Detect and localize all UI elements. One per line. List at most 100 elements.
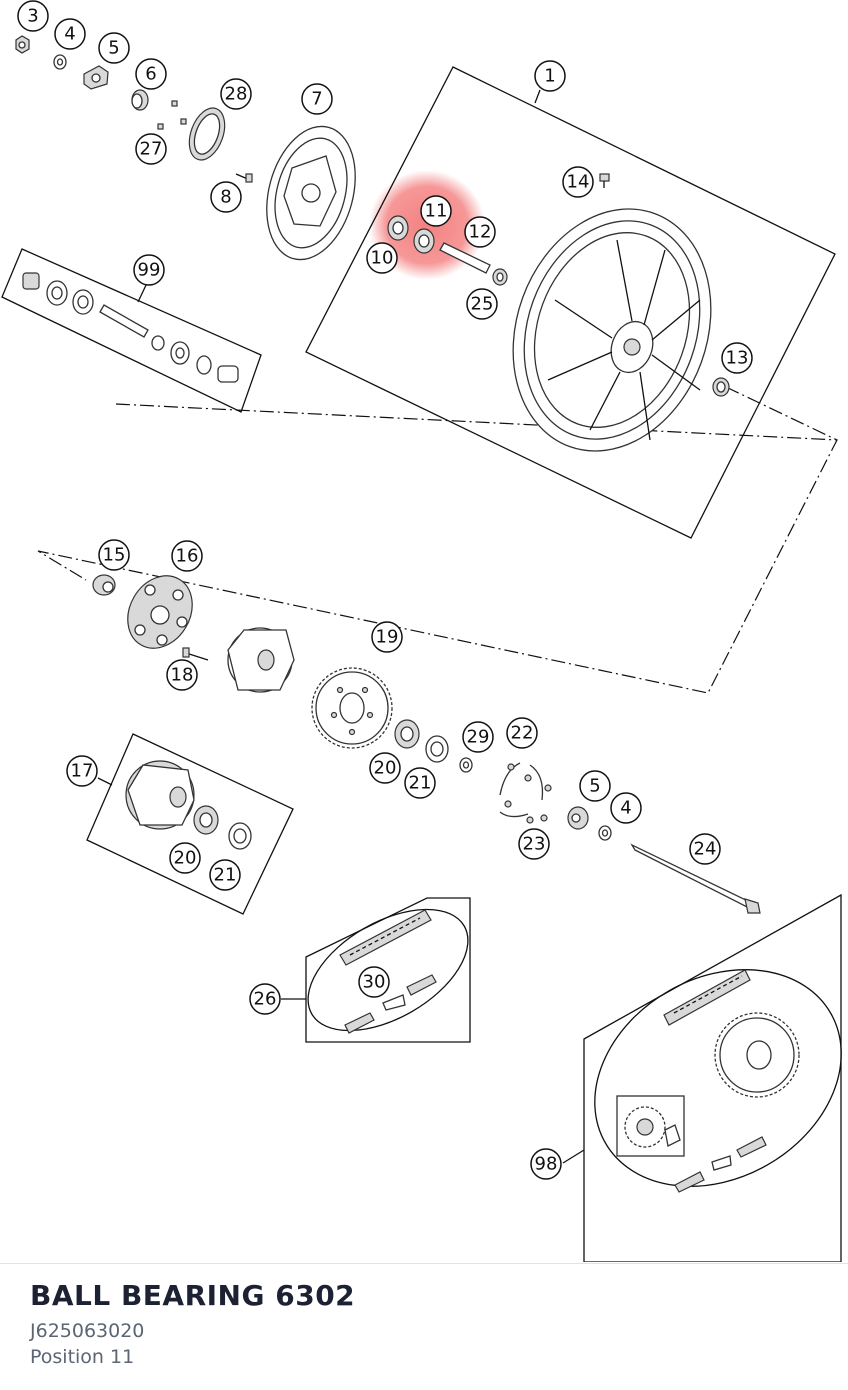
chain-adjuster-part-5b (567, 806, 589, 830)
svg-text:98: 98 (535, 1154, 558, 1175)
svg-text:15: 15 (103, 545, 126, 566)
spacer-part-6 (131, 89, 149, 111)
svg-text:14: 14 (567, 172, 590, 193)
spacer-part-21a (425, 735, 449, 763)
screw-part-27 (157, 100, 187, 130)
callout-1[interactable]: 1 (534, 60, 566, 92)
svg-text:1: 1 (544, 66, 555, 87)
callout-28[interactable]: 28 (220, 78, 252, 110)
bushing-part-15 (92, 574, 116, 596)
callout-20-upper[interactable]: 20 (369, 752, 401, 784)
callout-11[interactable]: 11 (420, 195, 452, 227)
svg-text:7: 7 (311, 89, 322, 110)
spacer-tube-part-12 (439, 242, 491, 274)
svg-text:99: 99 (138, 260, 161, 281)
spacer-part-13 (712, 377, 730, 397)
spacer-part-21b (228, 822, 252, 850)
svg-text:10: 10 (371, 248, 394, 269)
hub-part-17 (125, 760, 195, 830)
svg-text:28: 28 (225, 84, 248, 105)
part-position: Position 11 (30, 1346, 135, 1368)
svg-text:3: 3 (27, 6, 38, 27)
svg-text:26: 26 (254, 989, 277, 1010)
callout-98[interactable]: 98 (530, 1148, 562, 1180)
seal-part-25 (492, 268, 508, 286)
carrier-housing (227, 627, 295, 693)
svg-text:11: 11 (425, 201, 448, 222)
washer-part-4b (598, 825, 612, 841)
svg-text:18: 18 (171, 665, 194, 686)
callout-29[interactable]: 29 (462, 721, 494, 753)
svg-text:17: 17 (71, 761, 94, 782)
info-divider (0, 1263, 848, 1264)
callout-7[interactable]: 7 (301, 83, 333, 115)
callout-21-lower[interactable]: 21 (209, 859, 241, 891)
callout-21-upper[interactable]: 21 (404, 767, 436, 799)
svg-text:4: 4 (620, 798, 631, 819)
callout-22[interactable]: 22 (506, 717, 538, 749)
damper-part-16 (127, 575, 193, 649)
callout-4-lower[interactable]: 4 (610, 792, 642, 824)
callout-16[interactable]: 16 (171, 540, 203, 572)
bearing-part-10 (387, 215, 409, 241)
svg-text:20: 20 (174, 848, 197, 869)
callout-14[interactable]: 14 (562, 166, 594, 198)
svg-text:24: 24 (694, 839, 717, 860)
callout-8[interactable]: 8 (210, 181, 242, 213)
rear-wheel-rim (512, 208, 712, 452)
part-number: J625063020 (30, 1320, 145, 1342)
svg-text:4: 4 (64, 24, 75, 45)
svg-text:22: 22 (511, 723, 534, 744)
svg-text:21: 21 (214, 865, 237, 886)
part-name: BALL BEARING 6302 (30, 1279, 356, 1312)
svg-text:21: 21 (409, 773, 432, 794)
callout-6[interactable]: 6 (135, 58, 167, 90)
nut-part-3 (15, 35, 30, 54)
part-info-panel: BALL BEARING 6302 J625063020 Position 11 (30, 1278, 830, 1370)
bearing-kit-contents (22, 272, 239, 383)
svg-text:19: 19 (376, 627, 399, 648)
chain-kit-frame (583, 893, 842, 1262)
callout-27[interactable]: 27 (135, 133, 167, 165)
callout-5[interactable]: 5 (98, 32, 130, 64)
callout-30[interactable]: 30 (358, 966, 390, 998)
svg-text:25: 25 (471, 294, 494, 315)
svg-text:5: 5 (589, 776, 600, 797)
svg-text:8: 8 (220, 187, 231, 208)
callout-13[interactable]: 13 (721, 342, 753, 374)
sprocket-part-19 (311, 667, 393, 749)
callout-10[interactable]: 10 (366, 242, 398, 274)
chain-guide-part-22 (499, 762, 552, 824)
callout-15[interactable]: 15 (98, 539, 130, 571)
callout-20-lower[interactable]: 20 (169, 842, 201, 874)
callout-99[interactable]: 99 (133, 254, 165, 286)
callout-24[interactable]: 24 (689, 833, 721, 865)
callout-5-lower[interactable]: 5 (579, 770, 611, 802)
brake-disc-part-7 (266, 125, 356, 261)
bolt-part-8 (235, 173, 253, 183)
svg-text:13: 13 (726, 348, 749, 369)
callout-18[interactable]: 18 (166, 659, 198, 691)
washer-part-4 (53, 54, 67, 70)
chain-adjuster-part-5 (83, 65, 109, 90)
callout-19[interactable]: 19 (371, 621, 403, 653)
callout-4[interactable]: 4 (54, 18, 86, 50)
ring-part-29 (459, 757, 473, 773)
callout-12[interactable]: 12 (464, 216, 496, 248)
wheel-group-frame (305, 66, 836, 539)
callout-17[interactable]: 17 (66, 755, 98, 787)
svg-text:23: 23 (523, 834, 546, 855)
bearing-part-20a (394, 719, 420, 749)
svg-text:20: 20 (374, 758, 397, 779)
callout-3[interactable]: 3 (17, 0, 49, 32)
exploded-parts-diagram: 3 4 5 6 28 27 7 8 1 14 11 12 10 25 99 13… (1, 0, 842, 1262)
callout-25[interactable]: 25 (466, 288, 498, 320)
bearing-part-20b (193, 805, 219, 835)
callout-23[interactable]: 23 (518, 828, 550, 860)
callout-26[interactable]: 26 (249, 983, 281, 1015)
chain-part-26 (339, 909, 437, 1034)
assembly-dashdot-line (37, 403, 838, 694)
axle-part-24 (630, 843, 761, 914)
hub-group-frame (86, 733, 294, 915)
svg-text:29: 29 (467, 727, 490, 748)
